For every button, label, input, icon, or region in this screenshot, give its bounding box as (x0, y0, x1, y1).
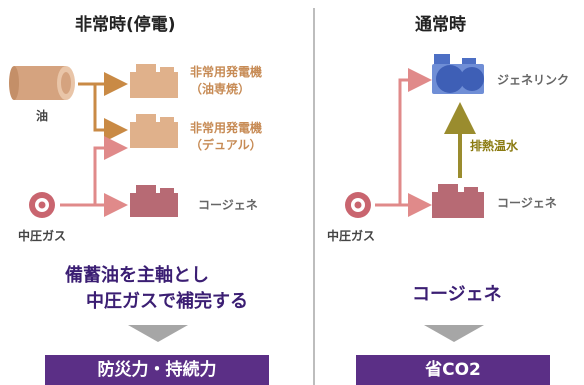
cogeneration-icon-right (432, 184, 484, 218)
right-panel-title: 通常時 (415, 15, 466, 35)
heat-water-label: 排熱温水 (470, 139, 519, 153)
generator-oil-label-2: （油専焼） (190, 82, 251, 96)
generator-dual-label-2: （デュアル） (190, 138, 262, 152)
cogeneration-icon-left (130, 185, 178, 217)
chiller-label: ジェネリンク (497, 73, 570, 87)
left-result-banner: 防災力・持続力 (45, 355, 269, 385)
gas-label-left: 中圧ガス (18, 229, 67, 243)
absorption-chiller-icon (432, 54, 484, 94)
gas-label-right: 中圧ガス (327, 229, 376, 243)
cogen-label-right: コージェネ (497, 196, 557, 210)
oil-tank-icon (9, 66, 75, 100)
oil-label: 油 (36, 109, 49, 123)
generator-dual-label-1: 非常用発電機 (190, 121, 263, 135)
gas-flow-arrows-right (375, 68, 432, 217)
cogen-label-left: コージェネ (198, 198, 258, 212)
generator-oil-icon (130, 64, 178, 98)
gas-flow-arrows-left (60, 136, 128, 217)
left-panel-title: 非常時(停電) (75, 15, 176, 35)
left-message-line1: 備蓄油を主軸とし (65, 265, 209, 286)
right-message: コージェネ (412, 284, 502, 305)
oil-flow-arrows (78, 72, 128, 142)
left-message-line2: 中圧ガスで補完する (86, 291, 248, 312)
gas-supply-icon-right (345, 192, 371, 218)
generator-oil-label-1: 非常用発電機 (190, 65, 263, 79)
generator-dual-icon (130, 114, 178, 148)
gas-supply-icon (29, 192, 55, 218)
down-chevron-left (128, 325, 188, 342)
right-result-banner: 省CO2 (356, 355, 550, 385)
panel-divider (313, 8, 315, 385)
down-chevron-right (424, 325, 484, 342)
